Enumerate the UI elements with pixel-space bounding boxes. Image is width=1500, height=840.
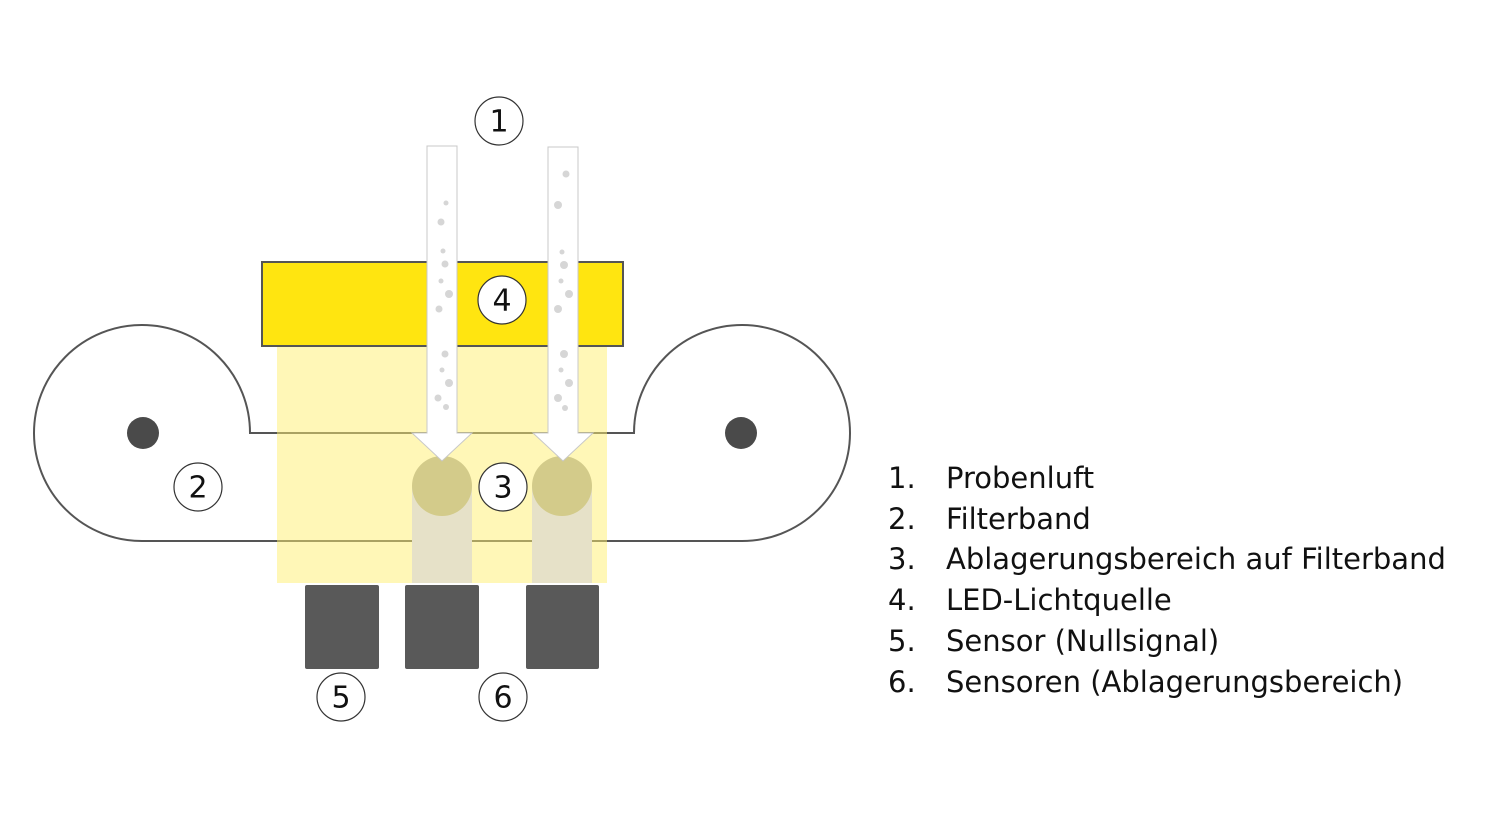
legend-item: 2. Filterband [888,499,1446,540]
deposit-spot-right [532,456,592,516]
callout-label: 4 [492,284,511,319]
callout-5: 5 [316,672,366,722]
callout-label: 1 [489,105,508,140]
legend-item: 4. LED-Lichtquelle [888,580,1446,621]
callout-4: 4 [477,275,527,325]
legend-number: 5. [888,623,916,658]
legend-label: Filterband [946,501,1091,536]
legend: 1. Probenluft 2. Filterband 3. Ablagerungsb… [888,458,1446,702]
callout-label: 5 [331,681,350,716]
filter-band [33,324,851,543]
callout-label: 2 [188,471,207,506]
legend-label: Sensor (Nullsignal) [946,623,1220,658]
legend-label: Probenluft [946,461,1095,495]
legend-item: 3. Ablagerungsbereich auf Filterband [888,539,1446,580]
left-spool-hub [127,417,159,449]
sensor-deposit-left [405,585,479,669]
callout-label: 6 [493,681,512,716]
callout-1: 1 [474,96,524,146]
callout-label: 3 [493,471,512,506]
legend-number: 2. [888,501,916,536]
sensor-null-signal [305,585,379,669]
legend-label: Ablagerungsbereich auf Filterband [946,542,1446,577]
sample-air-arrow-left [410,145,474,462]
callout-3: 3 [478,462,528,512]
legend-label: LED-Lichtquelle [946,583,1172,618]
deposit-spot-left [412,456,472,516]
legend-label: Sensoren (Ablagerungsbereich) [946,664,1404,699]
legend-number: 6. [888,664,916,699]
legend-item: 1. Probenluft [888,458,1446,499]
legend-item: 5. Sensor (Nullsignal) [888,621,1446,662]
sample-air-arrow-right [531,146,595,462]
legend-number: 3. [888,542,916,577]
legend-number: 4. [888,583,916,618]
callout-2: 2 [173,462,223,512]
legend-number: 1. [888,461,916,495]
callout-6: 6 [478,672,528,722]
right-spool-hub [725,417,757,449]
sensor-deposit-right [526,585,599,669]
legend-item: 6. Sensoren (Ablagerungsbereich) [888,662,1446,703]
